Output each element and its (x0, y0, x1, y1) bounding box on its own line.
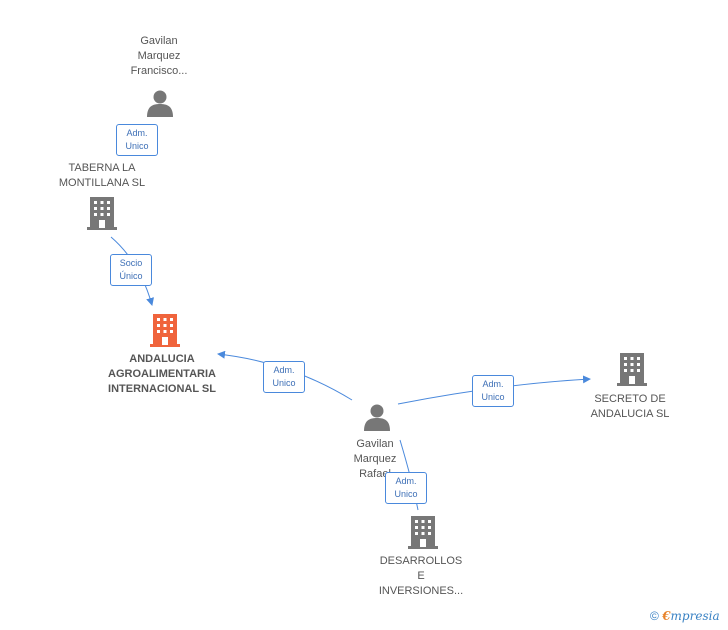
footer-brand[interactable]: © €mpresia (650, 609, 720, 623)
person-icon[interactable] (147, 90, 173, 118)
label-line: Francisco... (130, 65, 188, 77)
label-line: E (417, 570, 425, 582)
badge-line: Único (119, 271, 143, 281)
edge-badge-francisco-taberna: Adm. Unico (116, 124, 158, 156)
label-line: SECRETO DE (594, 393, 666, 405)
label-line: AGROALIMENTARIA (108, 368, 216, 380)
label-line: MONTILLANA SL (58, 177, 146, 189)
label-line: ANDALUCIA (129, 353, 195, 365)
badge-line: Unico (394, 489, 418, 499)
label-line: Gavilan (140, 35, 178, 47)
building-icon-highlighted[interactable] (150, 314, 180, 347)
node-label-francisco[interactable]: Gavilan Marquez Francisco... (118, 34, 200, 79)
edge-badge-rafael-secreto: Adm. Unico (472, 375, 514, 407)
label-line: TABERNA LA (68, 162, 136, 174)
node-label-rafael[interactable]: Gavilan Marquez Rafael (340, 437, 410, 482)
badge-line: Adm. (482, 379, 504, 389)
node-label-desarrollos[interactable]: DESARROLLOS E INVERSIONES... (371, 554, 471, 599)
label-line: Marquez (353, 453, 397, 465)
brand-logo-text: mpresia (670, 609, 720, 623)
label-line: DESARROLLOS (379, 555, 463, 567)
edge-badge-rafael-andalucia: Adm. Unico (263, 361, 305, 393)
badge-line: Adm. (126, 128, 148, 138)
building-icon[interactable] (617, 353, 647, 386)
badge-line: Unico (481, 392, 505, 402)
building-icon[interactable] (87, 197, 117, 230)
badge-line: Adm. (395, 476, 417, 486)
brand-logo-mark: € (662, 609, 671, 623)
brand-logo: €mpresia (662, 609, 719, 623)
label-line: INVERSIONES... (378, 585, 464, 597)
badge-line: Adm. (273, 365, 295, 375)
label-line: Marquez (137, 50, 181, 62)
label-line: INTERNACIONAL SL (108, 383, 216, 395)
label-line: Rafael (359, 468, 391, 480)
edge-badge-rafael-desarrollos: Adm. Unico (385, 472, 427, 504)
badge-line: Socio (119, 258, 143, 268)
person-icon[interactable] (364, 404, 390, 432)
building-icon[interactable] (408, 516, 438, 549)
badge-line: Unico (272, 378, 296, 388)
node-label-andalucia[interactable]: ANDALUCIA AGROALIMENTARIA INTERNACIONAL … (102, 352, 222, 397)
node-label-taberna[interactable]: TABERNA LA MONTILLANA SL (52, 161, 152, 191)
badge-line: Unico (125, 141, 149, 151)
label-line: Gavilan (356, 438, 394, 450)
label-line: ANDALUCIA SL (590, 408, 670, 420)
node-label-secreto[interactable]: SECRETO DE ANDALUCIA SL (578, 392, 682, 422)
copyright-icon: © (650, 609, 659, 623)
edge-badge-taberna-andalucia: Socio Único (110, 254, 152, 286)
